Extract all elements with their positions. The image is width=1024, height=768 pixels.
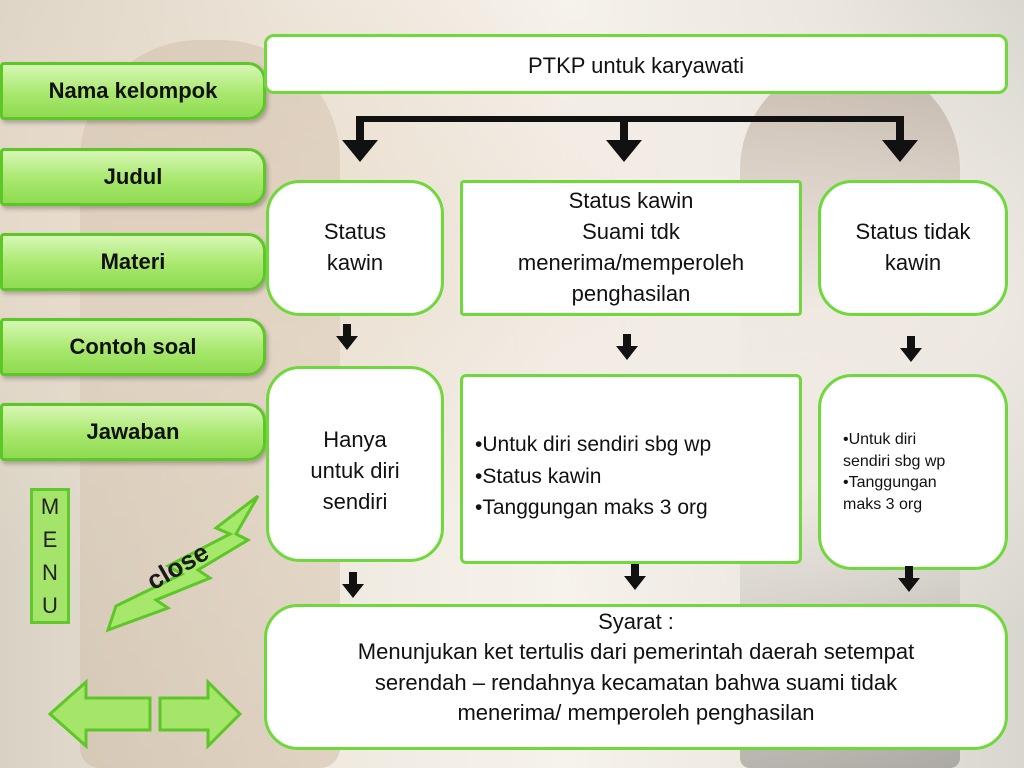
arrow-right-icon xyxy=(158,678,243,750)
menu-item-label: Judul xyxy=(103,164,163,189)
diagram-title-box: PTKP untuk karyawati xyxy=(264,34,1008,94)
branch-connector xyxy=(342,116,918,162)
arrow-left-icon xyxy=(47,678,152,750)
menu-item-label: Jawaban xyxy=(86,419,180,444)
arrow-down-icon xyxy=(606,140,642,162)
menu-item-materi[interactable]: Materi xyxy=(0,233,266,291)
arrow-down-icon xyxy=(882,140,918,162)
status-label: Status kawin xyxy=(323,219,387,275)
menu-item-judul[interactable]: Judul xyxy=(0,148,266,206)
diagram-title: PTKP untuk karyawati xyxy=(527,53,745,78)
status-box-tidak-kawin: Status tidak kawin xyxy=(818,180,1008,316)
next-slide-button[interactable] xyxy=(156,678,244,750)
menu-letter: N xyxy=(42,560,58,585)
menu-letter: M xyxy=(40,494,60,519)
status-box-suami-tdk: Status kawin Suami tdk menerima/memperol… xyxy=(460,180,802,316)
detail-text: •Untuk diri sendiri sbg wp •Status kawin… xyxy=(475,433,712,519)
close-button[interactable]: close xyxy=(98,488,268,638)
detail-box-kawin: Hanya untuk diri sendiri xyxy=(266,366,444,562)
arrow-down-icon xyxy=(624,564,646,590)
status-label: Status kawin Suami tdk menerima/memperol… xyxy=(517,188,745,306)
menu-item-label: Materi xyxy=(100,249,166,274)
detail-box-suami-tdk: •Untuk diri sendiri sbg wp •Status kawin… xyxy=(460,374,802,564)
arrow-down-icon xyxy=(898,566,920,592)
arrow-down-icon xyxy=(342,140,378,162)
menu-toggle-tab[interactable]: M E N U xyxy=(30,488,70,624)
arrow-down-icon xyxy=(342,572,364,598)
menu-item-jawaban[interactable]: Jawaban xyxy=(0,403,266,461)
menu-item-nama-kelompok[interactable]: Nama kelompok xyxy=(0,62,266,120)
menu-item-label: Nama kelompok xyxy=(48,78,218,103)
prev-slide-button[interactable] xyxy=(46,678,154,750)
lightning-icon xyxy=(105,494,260,633)
arrow-down-icon xyxy=(616,334,638,360)
status-box-kawin: Status kawin xyxy=(266,180,444,316)
menu-letter: E xyxy=(42,527,58,552)
detail-text: •Untuk diri sendiri sbg wp •Tanggungan m… xyxy=(843,431,946,513)
arrow-down-icon xyxy=(900,336,922,362)
syarat-box: Syarat : Menunjukan ket tertulis dari pe… xyxy=(264,604,1008,750)
syarat-text: Syarat : Menunjukan ket tertulis dari pe… xyxy=(357,609,915,726)
arrow-down-icon xyxy=(336,324,358,350)
detail-text: Hanya untuk diri sendiri xyxy=(310,427,400,514)
menu-item-label: Contoh soal xyxy=(69,334,197,359)
menu-letter: U xyxy=(42,593,58,618)
status-label: Status tidak kawin xyxy=(855,219,971,275)
menu-item-contoh-soal[interactable]: Contoh soal xyxy=(0,318,266,376)
detail-box-tidak-kawin: •Untuk diri sendiri sbg wp •Tanggungan m… xyxy=(818,374,1008,570)
